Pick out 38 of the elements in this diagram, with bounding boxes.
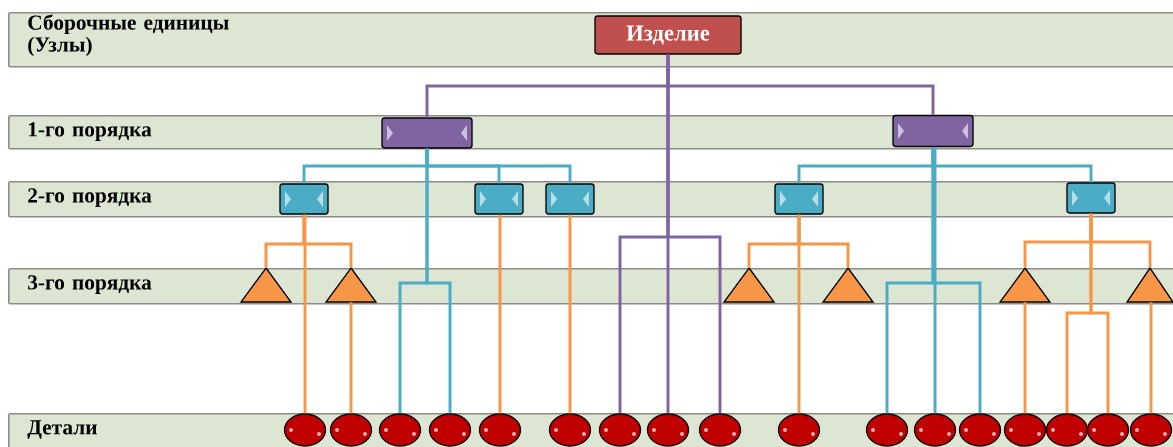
connector-line	[568, 214, 572, 414]
assembly-box	[279, 183, 329, 215]
part-ellipse	[1086, 413, 1130, 447]
part-ellipse	[698, 413, 742, 447]
part-ellipse	[283, 413, 327, 447]
connector-line	[1023, 302, 1027, 414]
part-ellipse	[478, 413, 522, 447]
connector-line	[1089, 213, 1110, 414]
part-ellipse	[548, 413, 592, 447]
part-ellipse	[329, 413, 373, 447]
connector-line	[1149, 302, 1153, 414]
assembly-box	[474, 183, 524, 215]
part-ellipse	[646, 413, 690, 447]
product-box: Изделие	[594, 15, 742, 55]
connector-line	[498, 214, 502, 414]
assembly-box	[381, 117, 473, 149]
connector-line	[797, 214, 801, 414]
connector-line	[933, 147, 937, 414]
part-ellipse	[378, 413, 422, 447]
part-ellipse	[777, 413, 821, 447]
part-ellipse	[865, 413, 909, 447]
connector-line	[425, 148, 452, 414]
part-ellipse	[598, 413, 642, 447]
part-ellipse	[913, 413, 957, 447]
part-ellipse	[1129, 413, 1173, 447]
part-ellipse	[428, 413, 472, 447]
part-ellipse	[1045, 413, 1089, 447]
connector-line	[666, 54, 722, 414]
assembly-box	[545, 183, 595, 215]
connector-line	[349, 302, 353, 414]
part-ellipse	[958, 413, 1002, 447]
assembly-box	[774, 183, 824, 215]
assembly-box	[892, 114, 974, 148]
connector-line	[302, 214, 353, 268]
assembly-box	[1066, 182, 1116, 214]
connector-line	[931, 147, 982, 414]
connector-line	[303, 214, 307, 414]
part-ellipse	[1003, 413, 1047, 447]
